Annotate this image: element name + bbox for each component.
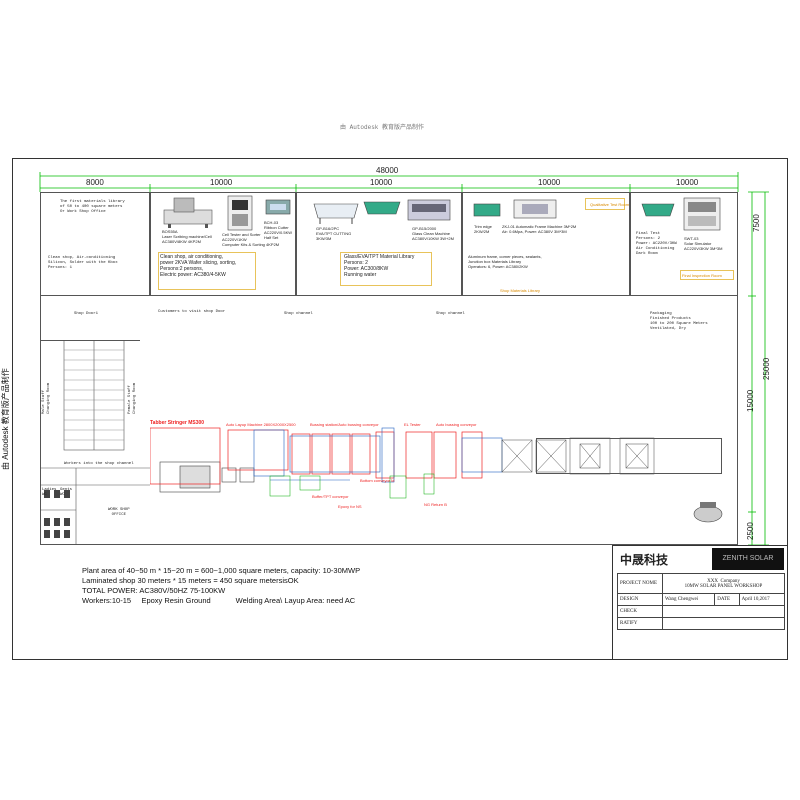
cell-tester-label: Cell Tester and Sorter AC220V/1KW Comput… — [222, 232, 280, 247]
trim-label: Trim edge 2KW/2M — [474, 224, 492, 234]
glass-cleaning-icon — [407, 199, 451, 221]
frame-machine-icon — [513, 199, 557, 219]
el-tester-label: EL Tester — [404, 422, 421, 427]
ribbon-cutter-icon — [265, 199, 291, 215]
stringer-label: Tabber Stringer MS300 — [150, 420, 205, 426]
final-inspection: Final Inspection Room — [682, 273, 722, 278]
company-logo: ZENITH SOLAR — [712, 548, 784, 570]
qualitative-room-box — [585, 198, 625, 210]
ratify-label: RATIFY — [617, 617, 663, 630]
workers-channel: Workers into the shop channel — [64, 462, 134, 466]
bottom-label-2: Epoxy for NS — [338, 504, 362, 509]
date-label: DATE — [714, 593, 740, 606]
bottom-label-3: Bottom conveyor M — [360, 478, 395, 483]
glass-lib-box — [340, 252, 432, 286]
cutting-machine-icon — [313, 203, 359, 224]
air-compressor-icon — [693, 502, 723, 523]
materials-note: Shop Materials Library — [500, 288, 541, 293]
clean-shop-info-box — [158, 252, 256, 290]
dim-right-4: 2500 — [746, 522, 755, 540]
note-3: TOTAL POWER: AC380V/50HZ 75-100KW — [82, 586, 226, 595]
production-line-drawing — [150, 427, 655, 499]
glass-cleaning-label: GP-B15/2000 Glass Clean Machine AC380V/1… — [412, 226, 454, 241]
packaging-info: Packaging Finished Products 100 to 200 S… — [650, 312, 708, 331]
layup-label: Auto Layup Machine 2800X2000X2500 — [226, 422, 296, 427]
dim-right-2: 25000 — [762, 357, 771, 380]
bussing-label: Bussing station/Auto bussing conveyor — [310, 422, 379, 427]
project-label: PROJECT NOME — [617, 573, 663, 594]
room-final-test — [630, 192, 738, 296]
curing-area — [536, 438, 722, 474]
dim-bay-2: 10000 — [210, 178, 233, 187]
design-value: Wang Chengwei — [661, 593, 716, 606]
dim-bay-1: 8000 — [86, 178, 104, 187]
title-block — [612, 545, 788, 660]
drawing-header: 由 Autodesk 教育版产品制作 — [340, 124, 425, 131]
trim-machine-icon — [473, 203, 501, 217]
dim-bay-5: 10000 — [676, 178, 699, 187]
bottom-label-4: NG Return B — [424, 502, 447, 507]
room-frame — [462, 192, 630, 296]
check-label: CHECK — [617, 605, 663, 618]
check-value — [662, 605, 785, 618]
final-test-info: Final Test Persons: 2 Power: AC220V/3KW … — [636, 232, 677, 256]
ratify-value — [662, 617, 785, 630]
room-materials-library — [40, 192, 150, 296]
room-glass-library — [296, 192, 462, 296]
cutting-label: GP-B16/2PC EVA/TPT CUTTING 3KW/3M — [316, 226, 352, 241]
dim-right-1: 7500 — [752, 214, 761, 232]
dim-bay-3: 10000 — [370, 178, 393, 187]
note-1: Plant area of 40~50 m * 15~20 m = 600~1,… — [82, 566, 361, 575]
dim-bay-4: 10000 — [538, 178, 561, 187]
conveyor-icon — [363, 201, 401, 215]
shop-door: Shop Door1 — [74, 312, 99, 316]
left-zone-drawing — [40, 340, 150, 545]
final-inspection-box — [680, 270, 734, 280]
sun-sim-label: SWT-03 Solar Simulator AC220V/3KW 3M*3M — [684, 236, 723, 251]
ribbon-label: BCH-03 Ribbon Cutter AC220V/0.5KW Half S… — [264, 220, 293, 240]
qualitative-room: Qualitative Test Room — [590, 202, 630, 207]
room-clean-shop — [150, 192, 296, 296]
project-value: XXX Company 10MW SOLAR PANEL WORKSHOP — [662, 573, 785, 594]
laser-machine-icon — [163, 197, 213, 228]
company-cn: 中晟科技 — [620, 553, 669, 567]
frame-info: Aluminum frame, corner pieces, sealants,… — [468, 254, 542, 269]
corridor-wall — [40, 340, 140, 341]
design-label: DESIGN — [617, 593, 663, 606]
shop-channel-1: Shop channel — [284, 312, 313, 316]
note-4: Workers:10-15 Epoxy Resin Ground Welding… — [82, 596, 356, 605]
cell-tester-icon — [227, 195, 253, 231]
title-table: PROJECT NOME XXX Company 10MW SOLAR PANE… — [617, 573, 786, 630]
test-table-icon — [641, 203, 675, 217]
drawing-sheet — [12, 158, 788, 660]
male-changing-room: Male Staff Changing Room — [42, 382, 51, 414]
shop-channel-2: Shop channel — [436, 312, 465, 316]
gents-wc: Gents WC — [60, 488, 73, 497]
clean-shop-left-text: Clean shop, Air-conditioning Silicon, So… — [48, 256, 118, 270]
bottom-label-1: Buffer/TPT conveyor — [312, 494, 349, 499]
visit-door: Customers to visit shop Door — [158, 310, 226, 314]
note-2: Laminated shop 30 meters * 15 meters = 4… — [82, 576, 299, 585]
materials-text: The first materials library of 50 to 400… — [60, 200, 125, 214]
frame-label: ZKJ-01 Automatic Frame Machine 3M*2M Air… — [502, 224, 577, 234]
auto-conveyor-label: Auto bussing conveyor — [436, 422, 477, 427]
female-changing-room: Female Staff Changing Room — [128, 382, 137, 414]
date-value: April 10,2017 — [738, 593, 786, 606]
dim-right-3: 15000 — [746, 389, 755, 412]
sun-simulator-icon — [683, 197, 721, 231]
glass-lib-info: Glass/EVA/TPT Material Library Persons: … — [344, 254, 415, 278]
dim-total: 48000 — [376, 166, 399, 175]
ladies-wc: Ladies WC — [42, 488, 57, 497]
clean-shop-info: Clean shop, air conditioning, power 2KVA… — [160, 254, 237, 278]
laser-label: BOS55A Laser Scribing machine/Cell AC380… — [162, 229, 212, 244]
workshop-office: WORK SHOP OFFICE — [108, 508, 130, 517]
